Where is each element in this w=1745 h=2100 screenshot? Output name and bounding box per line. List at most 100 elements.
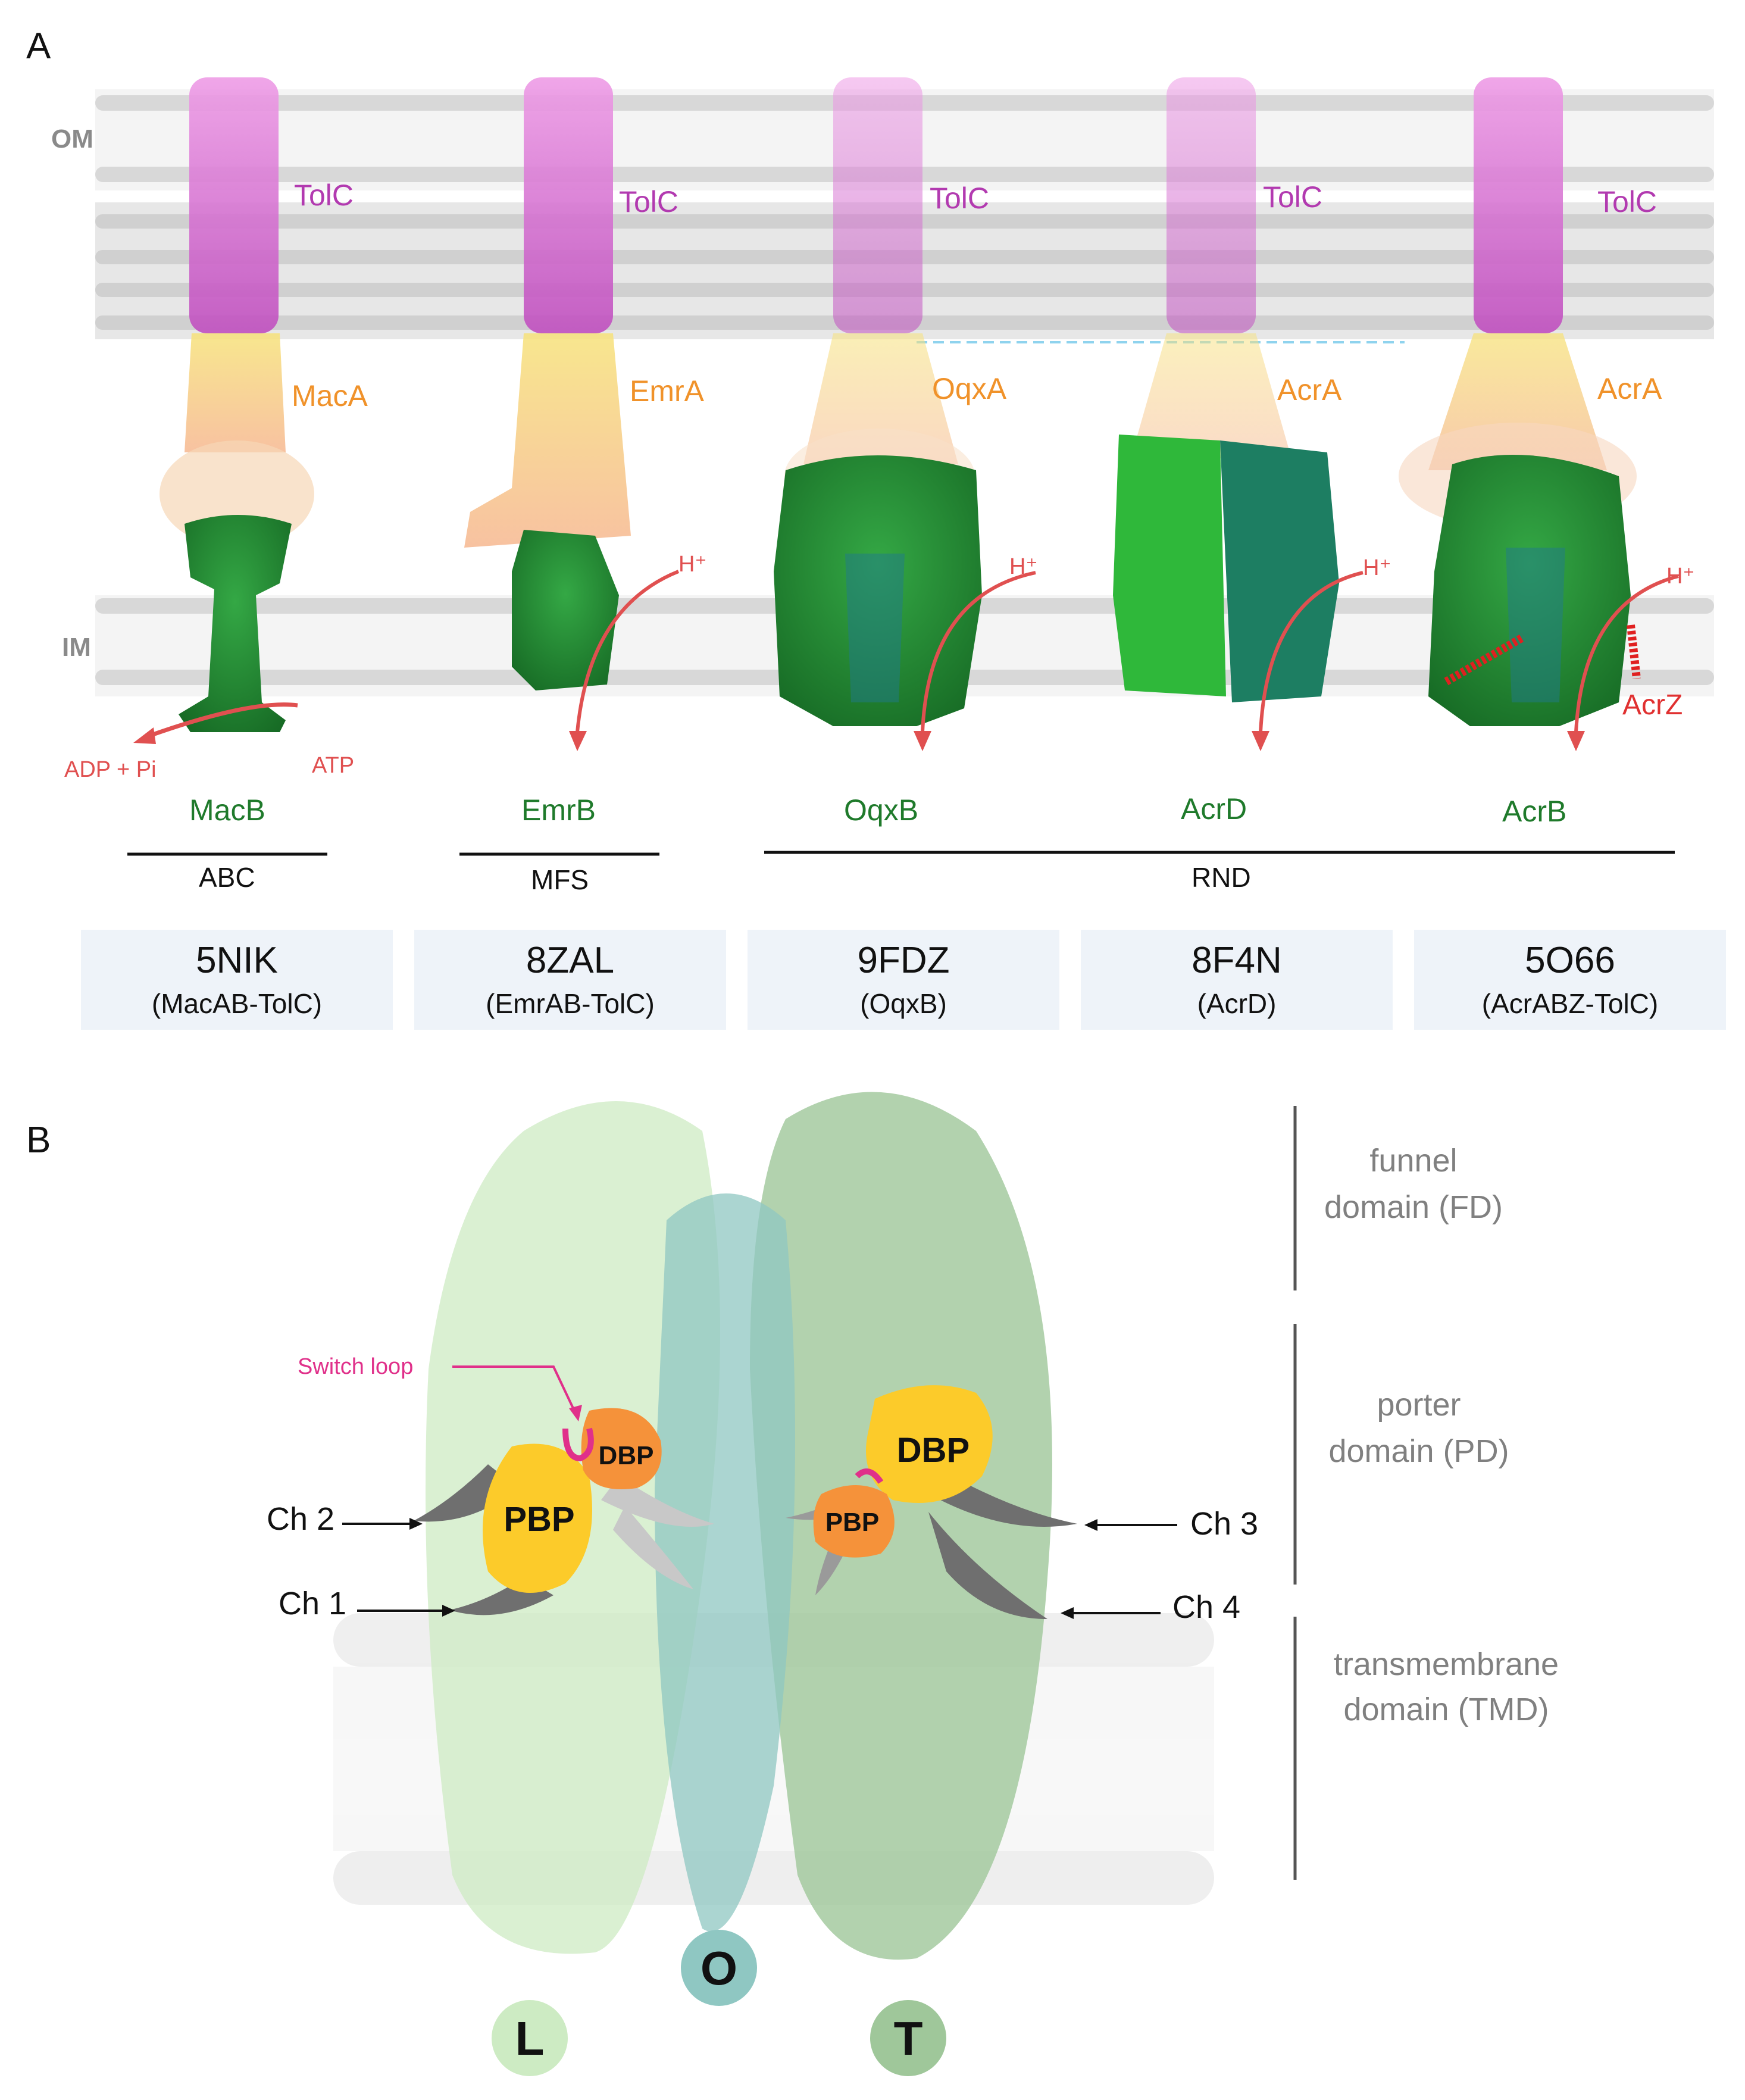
fd-label-line2: domain (FD)	[1324, 1189, 1503, 1225]
transporter-label-4: AcrD	[1181, 792, 1247, 826]
pbp-pocket-right	[813, 1485, 895, 1558]
pdb-complex: (AcrABZ-TolC)	[1482, 988, 1658, 1019]
dbp-pocket-left	[581, 1408, 662, 1489]
panel-b-letter: B	[26, 1120, 51, 1161]
fd-label-line1: funnel	[1369, 1143, 1457, 1179]
tmd-label-line1: transmembrane	[1334, 1646, 1559, 1682]
transporter-structure	[512, 530, 619, 690]
transporter-label-5: AcrB	[1502, 795, 1566, 828]
pd-label-line2: domain (PD)	[1328, 1433, 1509, 1469]
im-label: IM	[62, 633, 91, 662]
mfp-label-3: OqxA	[932, 372, 1007, 405]
pdb-box-8zal: 8ZAL (EmrAB-TolC)	[414, 930, 726, 1030]
transporter-protomer-a	[1113, 435, 1226, 696]
pbp-label-right: PBP	[825, 1508, 879, 1537]
dbp-pocket-right	[866, 1385, 993, 1503]
pdb-box-5nik: 5NIK (MacAB-TolC)	[81, 930, 393, 1030]
transporter-protomer-b	[1220, 440, 1339, 702]
transporter-structure	[179, 515, 292, 732]
channel-inner-left-2	[613, 1506, 693, 1589]
pump-macab-tolc	[133, 77, 314, 744]
tolc-structure	[524, 77, 613, 333]
mfp-label-5: AcrA	[1597, 372, 1662, 405]
pdb-box-8f4n: 8F4N (AcrD)	[1081, 930, 1393, 1030]
proton-arrow	[576, 570, 680, 733]
pdb-complex: (OqxB)	[860, 988, 947, 1019]
acrz-helix-right	[1627, 624, 1641, 679]
dbp-label-left: DBP	[599, 1441, 654, 1470]
proton-label-4: H⁺	[1363, 555, 1391, 580]
protomer-t-label: T	[894, 2012, 923, 2065]
pdb-id: 5NIK	[196, 940, 278, 981]
pdb-id: 9FDZ	[858, 940, 950, 981]
atp-label: ATP	[312, 753, 354, 778]
pump-emrab-tolc	[464, 77, 680, 751]
protomer-o-label: O	[700, 1942, 737, 1995]
protomer-l-label: L	[515, 2012, 545, 2065]
tolc-label-4: TolC	[1263, 180, 1322, 214]
tolc-structure	[1167, 77, 1256, 333]
protomer-o-body	[655, 1193, 795, 1932]
ch4-label: Ch 4	[1172, 1589, 1240, 1625]
mfp-structure	[803, 333, 958, 464]
pdb-complex: (MacAB-TolC)	[152, 988, 322, 1019]
proton-arrow	[1259, 571, 1364, 733]
mfp-structure	[1131, 333, 1291, 458]
mfp-label-1: MacA	[292, 379, 368, 412]
channel-2-shape	[414, 1464, 518, 1522]
tolc-label-5: TolC	[1597, 185, 1657, 218]
panel-a-letter: A	[26, 26, 51, 67]
tolc-label-1: TolC	[294, 179, 354, 212]
transporter-label-2: EmrB	[521, 793, 596, 827]
protomer-o-badge	[681, 1930, 757, 2006]
protomer-l-badge	[492, 2000, 568, 2076]
transporter-label-1: MacB	[189, 793, 265, 827]
pump-acrd	[1113, 77, 1364, 751]
atp-hydrolysis-arrow	[142, 702, 298, 740]
tolc-structure	[833, 77, 922, 333]
pdb-id: 8F4N	[1192, 940, 1282, 981]
pdb-complex: (EmrAB-TolC)	[486, 988, 655, 1019]
pdb-id: 5O66	[1525, 940, 1615, 981]
channel-4-shape	[928, 1512, 1047, 1619]
ch2-label: Ch 2	[267, 1501, 334, 1537]
dbp-label-right: DBP	[897, 1431, 970, 1470]
adp-label: ADP + Pi	[64, 757, 157, 782]
tolc-structure	[1474, 77, 1563, 333]
switch-loop-left	[562, 1427, 594, 1462]
pbp-label-left: PBP	[504, 1500, 574, 1539]
acrb-trimer	[426, 1092, 1052, 1960]
tolc-label-3: TolC	[930, 182, 989, 215]
switch-loop-right	[855, 1468, 884, 1484]
proton-arrow	[921, 571, 1036, 733]
transporter-label-3: OqxB	[844, 793, 918, 827]
pdb-box-9fdz: 9FDZ (OqxB)	[748, 930, 1059, 1030]
family-rnd: RND	[1192, 862, 1251, 893]
pump-acrabz-tolc	[1399, 77, 1679, 751]
proton-arrow	[1574, 574, 1679, 733]
tmd-label-line2: domain (TMD)	[1343, 1692, 1549, 1727]
tolc-label-2: TolC	[619, 185, 678, 218]
channel-3-shape	[940, 1476, 1077, 1527]
acrz-helix-left	[1444, 633, 1526, 686]
pdb-complex: (AcrD)	[1197, 988, 1277, 1019]
pd-label-line1: porter	[1377, 1387, 1461, 1423]
ch1-label: Ch 1	[279, 1586, 346, 1621]
mfp-label-2: EmrA	[630, 374, 705, 408]
protomer-t-body	[750, 1092, 1052, 1960]
protomer-t-badge	[870, 2000, 946, 2076]
om-label: OM	[51, 124, 93, 154]
mfp-structure	[464, 333, 631, 548]
proton-label-3: H⁺	[1009, 554, 1038, 579]
acrz-label: AcrZ	[1622, 689, 1683, 721]
ch3-label: Ch 3	[1190, 1506, 1258, 1542]
pbp-pocket-left	[483, 1443, 592, 1593]
switch-loop-pointer	[452, 1365, 576, 1411]
mfp-structure	[184, 333, 286, 452]
tolc-structure	[189, 77, 279, 333]
pump-oqxb	[774, 77, 1036, 751]
family-abc: ABC	[199, 862, 255, 893]
pdb-id: 8ZAL	[526, 940, 614, 981]
switch-loop-label: Switch loop	[298, 1354, 413, 1379]
